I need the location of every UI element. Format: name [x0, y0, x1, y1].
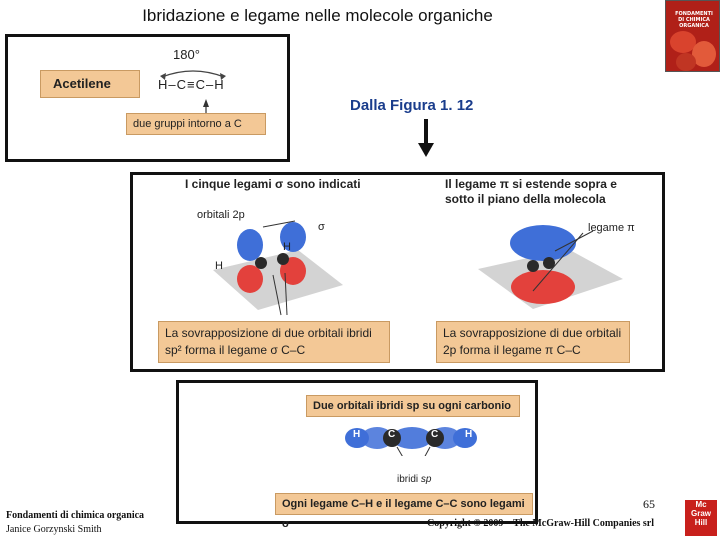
pi-bond-label: legame π — [588, 222, 635, 234]
pi-title-line1: Il legame π si estende sopra e — [445, 177, 617, 191]
acetylene-angle-label: 180° — [173, 47, 200, 62]
acetylene-panel: Acetilene 180° H–C≡C–H due gruppi intorn… — [5, 34, 290, 162]
sp-header: Due orbitali ibridi sp su ogni carbonio — [306, 395, 520, 417]
acetylene-caption: due gruppi intorno a C — [126, 113, 266, 135]
slide-title: Ibridazione e legame nelle molecole orga… — [142, 6, 493, 25]
sigma-caption-line1: La sovrapposizione di due orbitali ibrid… — [165, 326, 372, 340]
pi-title-line2: sotto il piano della molecola — [445, 192, 606, 206]
sigma-pi-panel: I cinque legami σ sono indicati orbitali… — [130, 172, 665, 372]
acetylene-formula: H–C≡C–H — [158, 77, 225, 92]
sp-caption: Ogni legame C–H e il legame C–C sono leg… — [275, 493, 533, 530]
sigma-orbital-diagram — [213, 220, 343, 316]
down-arrow-icon — [418, 119, 434, 157]
footer-book-title: Fondamenti di chimica organica — [6, 510, 145, 521]
acetylene-name-label: Acetilene — [40, 70, 140, 98]
hybrid-label-sp: sp — [420, 474, 432, 485]
footer-author: Janice Gorzynski Smith — [6, 524, 102, 535]
pi-caption-line1: La sovrapposizione di due orbitali — [443, 326, 622, 340]
pi-caption-line2: 2p forma il legame π C–C — [443, 343, 581, 357]
atom-label-h-top: H — [283, 241, 291, 253]
sigma-symbol-label: σ — [318, 221, 325, 233]
sp-atom-c-left: C — [388, 429, 396, 440]
sp-hybrid-panel: Due orbitali ibridi sp su ogni carbonio … — [176, 380, 538, 530]
pi-caption-box: La sovrapposizione di due orbitali 2p fo… — [436, 321, 630, 363]
book-cover-title: FONDAMENTI DI CHIMICA ORGANICA — [675, 11, 713, 29]
sp-orbital-diagram — [345, 427, 477, 456]
page-number: 65 — [643, 497, 655, 511]
acetylene-structure — [160, 70, 226, 130]
sigma-caption-line2: sp² forma il legame σ C–C — [165, 343, 306, 357]
copyright-notice: Copyright © 2009 – The McGraw-Hill Compa… — [427, 518, 655, 529]
orbital-2p-label: orbitali 2p — [197, 209, 245, 221]
figure-reference: Dalla Figura 1. 12 — [350, 97, 474, 114]
publisher-logo: Mc Graw Hill — [685, 500, 717, 536]
pi-orbital-diagram — [478, 225, 623, 309]
sigma-caption-box: La sovrapposizione di due orbitali ibrid… — [158, 321, 390, 363]
atom-label-h-left: H — [215, 260, 223, 272]
hybrid-label: ibridi sp — [397, 474, 431, 485]
sp-atom-h-left: H — [353, 429, 361, 440]
hybrid-label-text: ibridi — [397, 474, 419, 485]
book-cover-image: FONDAMENTI DI CHIMICA ORGANICA — [665, 0, 720, 72]
sp-atom-c-right: C — [431, 429, 439, 440]
sigma-title: I cinque legami σ sono indicati — [185, 177, 361, 191]
pi-title: Il legame π si estende sopra e sotto il … — [445, 177, 617, 207]
sp-atom-h-right: H — [465, 429, 473, 440]
